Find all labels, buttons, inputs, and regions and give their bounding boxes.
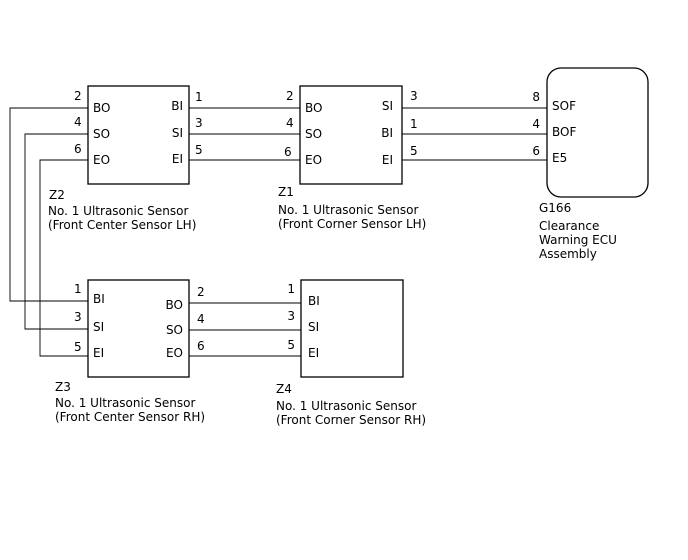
z4-pin-num-left-3: 5 bbox=[287, 338, 295, 352]
z3-pin-num-right-2: 4 bbox=[197, 312, 205, 326]
g166-code: G166 bbox=[539, 201, 571, 215]
component-z1: 2 4 6 BO SO EO SI BI EI 3 1 5 Z1 No. 1 U… bbox=[278, 85, 426, 231]
z3-pin-num-left-2: 3 bbox=[74, 310, 82, 324]
z2-pin-num-right-1: 1 bbox=[195, 90, 203, 104]
z1-pin-label-left-3: EO bbox=[305, 153, 322, 167]
z4-pin-label-left-2: SI bbox=[308, 320, 319, 334]
z2-pin-num-left-2: 4 bbox=[74, 115, 82, 129]
component-z4: 1 3 5 BI SI EI Z4 No. 1 Ultrasonic Senso… bbox=[276, 279, 426, 427]
z3-pin-label-left-3: EI bbox=[93, 346, 104, 360]
z3-name-line2: (Front Center Sensor RH) bbox=[55, 410, 205, 424]
z2-pin-num-left-1: 2 bbox=[74, 89, 82, 103]
g166-pin-num-3: 6 bbox=[532, 144, 540, 158]
z1-code: Z1 bbox=[278, 185, 294, 199]
g166-name-line2: Warning ECU bbox=[539, 233, 617, 247]
z3-name-line1: No. 1 Ultrasonic Sensor bbox=[55, 396, 195, 410]
z1-connector-box bbox=[299, 85, 403, 185]
z2-pin-label-left-1: BO bbox=[93, 101, 110, 115]
z4-pin-num-left-2: 3 bbox=[287, 309, 295, 323]
z3-pin-label-right-1: BO bbox=[166, 298, 183, 312]
component-z3: 1 3 5 BI SI EI BO SO EO 2 4 6 Z3 No. 1 U… bbox=[55, 279, 205, 424]
g166-pin-num-2: 4 bbox=[532, 117, 540, 131]
z1-pin-label-right-2: BI bbox=[381, 126, 393, 140]
z1-pin-num-left-3: 6 bbox=[284, 145, 292, 159]
z3-pin-num-right-3: 6 bbox=[197, 339, 205, 353]
z3-connector-box bbox=[87, 279, 190, 378]
z4-code: Z4 bbox=[276, 382, 292, 396]
z2-pin-label-right-3: EI bbox=[172, 152, 183, 166]
g166-pin-label-2: BOF bbox=[552, 125, 576, 139]
z1-name-line2: (Front Corner Sensor LH) bbox=[278, 217, 426, 231]
wire-z2-eo-to-z3-ei bbox=[39, 159, 88, 357]
z3-pin-num-left-3: 5 bbox=[74, 340, 82, 354]
z4-pin-label-left-1: BI bbox=[308, 294, 320, 308]
z3-pin-num-right-1: 2 bbox=[197, 285, 205, 299]
component-g166: 8 4 6 SOF BOF E5 G166 Clearance Warning … bbox=[532, 67, 649, 261]
g166-ecu-box bbox=[546, 67, 649, 198]
z3-code: Z3 bbox=[55, 380, 71, 394]
z2-pin-label-left-2: SO bbox=[93, 127, 110, 141]
z1-pin-num-right-2: 1 bbox=[410, 117, 418, 131]
z2-pin-num-right-3: 5 bbox=[195, 143, 203, 157]
g166-name-line3: Assembly bbox=[539, 247, 597, 261]
z4-name-line1: No. 1 Ultrasonic Sensor bbox=[276, 399, 416, 413]
z1-pin-num-right-3: 5 bbox=[410, 144, 418, 158]
z2-code: Z2 bbox=[49, 188, 65, 202]
z1-pin-label-left-1: BO bbox=[305, 101, 322, 115]
component-z2: 2 4 6 BO SO EO BI SI EI 1 3 5 Z2 No. 1 U… bbox=[48, 85, 203, 232]
z2-connector-box bbox=[87, 85, 190, 185]
z2-pin-label-right-1: BI bbox=[171, 99, 183, 113]
z3-pin-label-left-2: SI bbox=[93, 320, 104, 334]
g166-name-line1: Clearance bbox=[539, 219, 599, 233]
z2-name-line1: No. 1 Ultrasonic Sensor bbox=[48, 204, 188, 218]
z1-pin-num-left-1: 2 bbox=[286, 89, 294, 103]
z3-pin-label-right-2: SO bbox=[166, 323, 183, 337]
g166-pin-num-1: 8 bbox=[532, 90, 540, 104]
z1-pin-label-left-2: SO bbox=[305, 127, 322, 141]
z3-pin-label-left-1: BI bbox=[93, 292, 105, 306]
z4-name-line2: (Front Corner Sensor RH) bbox=[276, 413, 426, 427]
z3-pin-num-left-1: 1 bbox=[74, 282, 82, 296]
wires bbox=[9, 107, 547, 357]
z1-pin-label-right-1: SI bbox=[382, 99, 393, 113]
z1-name-line1: No. 1 Ultrasonic Sensor bbox=[278, 203, 418, 217]
z1-pin-label-right-3: EI bbox=[382, 153, 393, 167]
z1-pin-num-left-2: 4 bbox=[286, 116, 294, 130]
z1-pin-num-right-1: 3 bbox=[410, 89, 418, 103]
wire-z2-so-to-z3-si bbox=[24, 133, 88, 330]
g166-pin-label-3: E5 bbox=[552, 151, 567, 165]
z4-connector-box bbox=[300, 279, 404, 378]
z2-pin-label-right-2: SI bbox=[172, 126, 183, 140]
z3-pin-label-right-3: EO bbox=[166, 346, 183, 360]
z2-name-line2: (Front Center Sensor LH) bbox=[48, 218, 196, 232]
g166-pin-label-1: SOF bbox=[552, 99, 576, 113]
z2-pin-label-left-3: EO bbox=[93, 153, 110, 167]
z2-pin-num-right-2: 3 bbox=[195, 116, 203, 130]
z2-pin-num-left-3: 6 bbox=[74, 142, 82, 156]
z4-pin-num-left-1: 1 bbox=[287, 282, 295, 296]
z4-pin-label-left-3: EI bbox=[308, 346, 319, 360]
wire-z2-bo-to-z3-bi bbox=[9, 107, 88, 302]
